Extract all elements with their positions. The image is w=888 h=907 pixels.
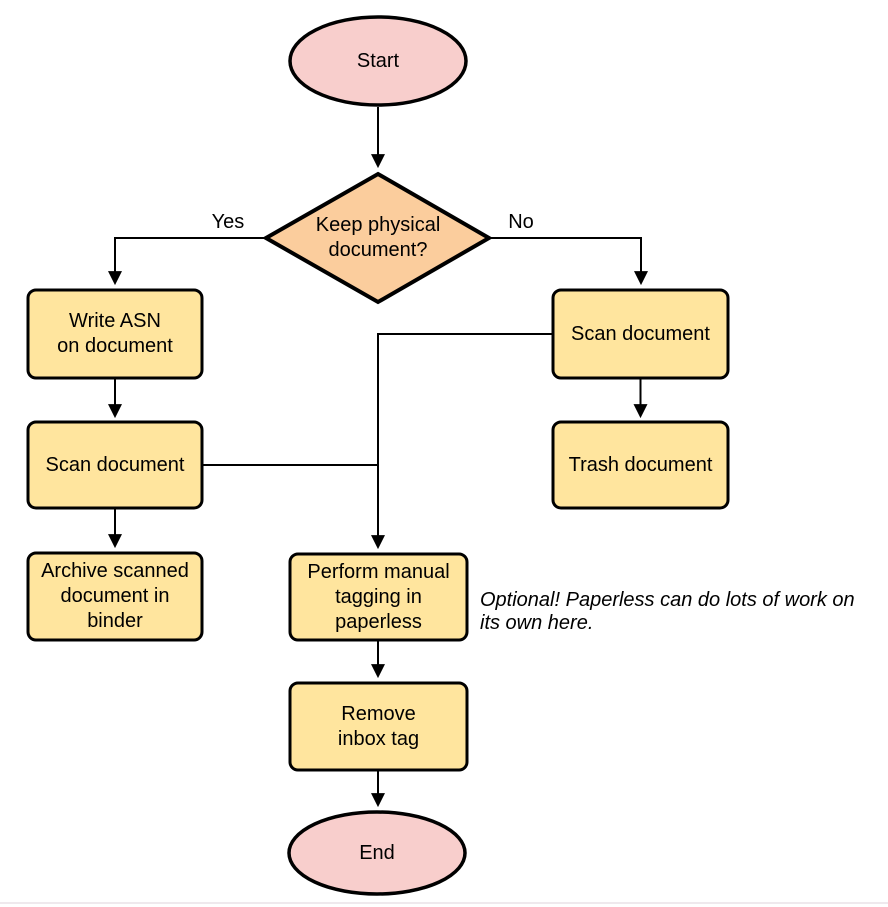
trash-document-node-label: Trash document — [568, 453, 713, 476]
edge-scan-right-to-tagging — [371, 333, 553, 550]
optional-annotation: Optional! Paperless can do lots of work … — [480, 589, 855, 634]
manual-tagging-box — [288, 552, 469, 642]
manual-tagging-node-label: Perform manual tagging in paperless — [307, 560, 450, 633]
yes-edge-label: Yes — [211, 211, 245, 233]
scan-document-left-node-label: Scan document — [45, 453, 185, 476]
edge-no-decision-to-scan-right — [490, 237, 648, 286]
start-node-label: Start — [356, 49, 400, 72]
scan-document-left-box — [26, 420, 204, 510]
remove-inbox-tag-node-label: Remove inbox tag — [337, 702, 420, 750]
scan-document-right-node-label: Scan document — [571, 322, 710, 345]
bottom-divider — [0, 902, 888, 904]
edge-yes-decision-to-write-asn — [108, 237, 265, 286]
decision-diamond — [261, 171, 494, 305]
scan-document-right-box — [551, 288, 730, 380]
trash-document-box — [551, 420, 730, 510]
start-ellipse — [288, 15, 468, 107]
decision-node-label: Keep physical document? — [315, 214, 441, 261]
remove-inbox-tag-box — [288, 681, 469, 772]
write-asn-node-label: Write ASN on document — [57, 310, 173, 357]
end-ellipse — [287, 810, 467, 896]
write-asn-box — [26, 288, 204, 380]
archive-box — [26, 551, 204, 642]
no-edge-label: No — [508, 211, 534, 233]
archive-node-label: Archive scanned document in binder — [41, 560, 189, 632]
end-node-label: End — [359, 841, 395, 864]
